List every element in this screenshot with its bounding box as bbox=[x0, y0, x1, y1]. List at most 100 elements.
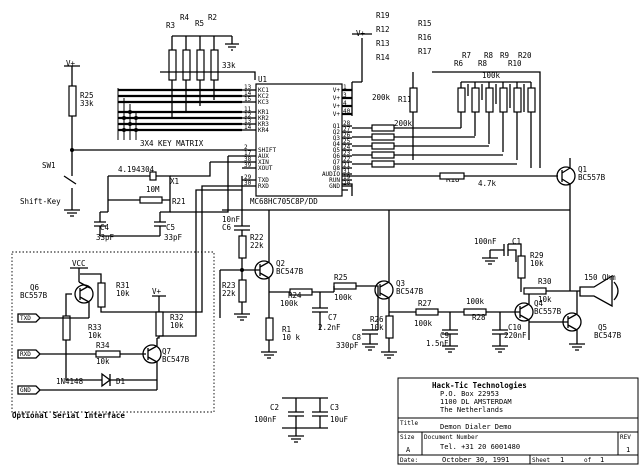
u1-pin-number: 31 bbox=[343, 168, 351, 175]
u1-pin-name: KR2 bbox=[258, 115, 269, 122]
address-line-2: 1100 DL AMSTERDAM bbox=[440, 398, 512, 406]
u1-pin-name: KC2 bbox=[258, 93, 269, 100]
label-keypad: 3X4 KEY MATRIX bbox=[140, 139, 204, 148]
resistor-r1 bbox=[265, 317, 274, 341]
label-r23: R23 bbox=[222, 281, 236, 290]
label-x1: X1 bbox=[170, 177, 179, 186]
doc-number: Tel. +31 20 6001480 bbox=[440, 443, 520, 451]
transistor-q3 bbox=[374, 280, 394, 300]
crystal-x1 bbox=[149, 171, 157, 181]
label-r23-val: 22k bbox=[222, 289, 236, 298]
label-r33: R33 bbox=[88, 323, 102, 332]
resistor-r4 bbox=[182, 49, 191, 81]
label-q3-type: BC547B bbox=[396, 287, 424, 296]
u1-pin-name: RXD bbox=[258, 183, 269, 190]
doc-number-label: Document Number bbox=[424, 434, 479, 441]
resistor-r32 bbox=[155, 311, 164, 337]
vplus-sw: V+ bbox=[66, 59, 76, 68]
transistor-q1 bbox=[556, 166, 576, 186]
u1-pin-number: 1 bbox=[343, 84, 347, 91]
label-x1-freq: 4.194304 bbox=[118, 165, 155, 174]
label-r15: R15 bbox=[418, 19, 432, 28]
label-c7: C7 bbox=[328, 313, 337, 322]
resistor-r18 bbox=[439, 172, 465, 180]
u1-pin-name: KR1 bbox=[258, 109, 269, 116]
label-r27-val: 100k bbox=[414, 319, 433, 328]
u1-pin-name: KR4 bbox=[258, 127, 269, 134]
u1-pin-name: V+ bbox=[333, 95, 341, 102]
resistor-ladder: R7 R8 R9 R20 R6 R8 R10 100k R11 200k 200… bbox=[352, 51, 541, 168]
drawing-title: Demon Dialer Demo bbox=[440, 423, 512, 431]
sheet-label: Sheet bbox=[532, 457, 550, 464]
u1-pin-number: 27 bbox=[343, 126, 351, 133]
u1-pin-name: KR3 bbox=[258, 121, 269, 128]
label-vcc: VCC bbox=[72, 259, 86, 268]
u1-pin-name: V+ bbox=[333, 103, 341, 110]
key-matrix-bus: 3X4 KEY MATRIX bbox=[117, 88, 242, 148]
resistor-r20 bbox=[527, 87, 536, 113]
label-r4: R4 bbox=[180, 13, 190, 22]
port-rxd[interactable] bbox=[17, 349, 41, 359]
u1-body bbox=[255, 83, 343, 197]
switch-sw1[interactable] bbox=[63, 172, 77, 210]
u1-pin-number: 39 bbox=[244, 162, 252, 169]
label-c10: C10 bbox=[508, 323, 522, 332]
label-33k: 33k bbox=[222, 61, 236, 70]
audio-filter-stage: 10nF C6 R22 22k R23 22k Q2 BC547B R1 10 … bbox=[219, 176, 570, 359]
label-r16: R16 bbox=[418, 33, 432, 42]
resistor-r26 bbox=[385, 315, 394, 339]
resistor-r2 bbox=[210, 49, 219, 81]
label-c4-val: 33pF bbox=[96, 233, 115, 242]
u1-part: MC68HC705C8P/DD bbox=[250, 197, 318, 206]
port-txd[interactable] bbox=[17, 313, 41, 323]
label-q1-type: BC557B bbox=[578, 173, 606, 182]
label-r26-val: 10k bbox=[370, 323, 384, 332]
u1-pin-number: 40 bbox=[343, 108, 351, 115]
label-r5: R5 bbox=[195, 19, 204, 28]
port-gnd[interactable] bbox=[17, 385, 41, 395]
u1-pin-name: KC3 bbox=[258, 99, 269, 106]
label-r14: R14 bbox=[376, 53, 390, 62]
label-c2: C2 bbox=[270, 403, 279, 412]
resistor-r3 bbox=[168, 49, 177, 81]
label-c10-val: 220nF bbox=[504, 331, 527, 340]
label-r29: R29 bbox=[530, 251, 544, 260]
u1-pin-number: 38 bbox=[244, 156, 252, 163]
u1-pin-number: 23 bbox=[343, 150, 351, 157]
resistor-r33 bbox=[62, 315, 71, 341]
u1-pin-name: TXD bbox=[258, 177, 269, 184]
transistor-q6 bbox=[74, 284, 94, 304]
u1-pin-name: Q5 bbox=[333, 147, 341, 154]
label-r32-val: 10k bbox=[170, 321, 184, 330]
label-r13: R13 bbox=[376, 39, 390, 48]
label-r33-val: 10k bbox=[88, 331, 102, 340]
label-c3-val: 10uF bbox=[330, 415, 349, 424]
resistor-q1-series bbox=[371, 124, 395, 132]
label-r21: R21 bbox=[172, 197, 186, 206]
u1-pin-name: KC1 bbox=[258, 87, 269, 94]
label-speaker: 150 Ohm bbox=[584, 273, 616, 282]
label-r25: R25 bbox=[80, 91, 94, 100]
u1-pin-number: 14 bbox=[244, 124, 252, 131]
company-name: Hack-Tic Technologies bbox=[432, 381, 527, 390]
label-d1: D1 bbox=[116, 377, 125, 386]
resistor-r10 bbox=[513, 87, 522, 113]
label-r10m: 10M bbox=[146, 185, 160, 194]
label-q7: Q7 bbox=[162, 347, 171, 356]
address-line-1: P.O. Box 22953 bbox=[440, 390, 499, 398]
u1-pin-number: 21 bbox=[343, 162, 351, 169]
serial-interface-box bbox=[11, 251, 215, 413]
label-rxd: RXD bbox=[20, 351, 31, 358]
label-q6: Q6 bbox=[30, 283, 40, 292]
label-r11-val: 200k bbox=[372, 93, 391, 102]
u1-pin-number: 24 bbox=[343, 144, 351, 151]
crystal-oscillator: 4.194304 X1 10M R21 C4 33pF C5 33pF bbox=[94, 155, 242, 242]
